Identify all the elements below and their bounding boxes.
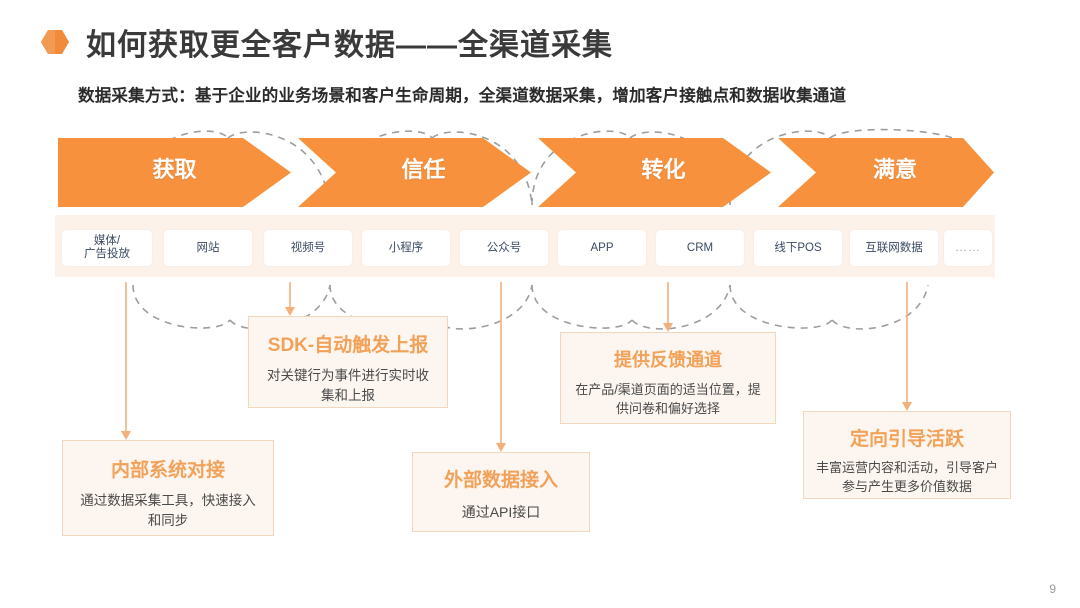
card-body: 通过API接口 bbox=[461, 504, 541, 520]
card-body: 丰富运营内容和活动，引导客户参与产生更多价值数据 bbox=[815, 460, 998, 494]
page-title: 如何获取更全客户数据——全渠道采集 bbox=[86, 29, 613, 62]
chevron-stage-4 bbox=[778, 138, 994, 207]
page-number: 9 bbox=[1049, 582, 1056, 596]
callout-card-sdk[interactable]: SDK-自动触发上报 对关键行为事件进行实时收集和上报 bbox=[248, 316, 448, 408]
channel-box-crm[interactable]: CRM bbox=[656, 230, 744, 266]
channel-box-internet-data[interactable]: 互联网数据 bbox=[850, 230, 938, 266]
card-body: 对关键行为事件进行实时收集和上报 bbox=[267, 368, 429, 403]
chevron-stage-3 bbox=[538, 138, 771, 207]
page-subtitle: 数据采集方式：基于企业的业务场景和客户生命周期，全渠道数据采集，增加客户接触点和… bbox=[78, 87, 847, 105]
callout-card-internal-system[interactable]: 内部系统对接 通过数据采集工具，快速接入和同步 bbox=[62, 440, 274, 536]
stage-label-2: 信任 bbox=[401, 157, 446, 182]
channel-box-video[interactable]: 视频号 bbox=[264, 230, 352, 266]
channel-box-more[interactable]: …… bbox=[944, 230, 992, 266]
stage-label-1: 获取 bbox=[152, 157, 197, 182]
card-body: 通过数据采集工具，快速接入和同步 bbox=[80, 493, 256, 528]
channel-box-website[interactable]: 网站 bbox=[164, 230, 252, 266]
callout-card-external-data[interactable]: 外部数据接入 通过API接口 bbox=[412, 452, 590, 532]
stage-label-3: 转化 bbox=[641, 157, 686, 182]
card-title: 提供反馈通道 bbox=[614, 350, 722, 370]
channel-label: 媒体/广告投放 bbox=[84, 235, 130, 260]
hexagon-bullet-icon bbox=[41, 30, 69, 54]
card-body: 在产品/渠道页面的适当位置，提供问卷和偏好选择 bbox=[575, 382, 761, 416]
channel-box-miniprogram[interactable]: 小程序 bbox=[362, 230, 450, 266]
stage-label-4: 满意 bbox=[872, 157, 917, 182]
channel-box-app[interactable]: APP bbox=[558, 230, 646, 266]
card-title: 外部数据接入 bbox=[443, 470, 558, 491]
callout-card-feedback[interactable]: 提供反馈通道 在产品/渠道页面的适当位置，提供问卷和偏好选择 bbox=[560, 332, 776, 424]
channel-box-media[interactable]: 媒体/广告投放 bbox=[62, 230, 152, 266]
channel-box-official-account[interactable]: 公众号 bbox=[460, 230, 548, 266]
chevron-stage-1 bbox=[58, 138, 291, 207]
card-title: 内部系统对接 bbox=[110, 460, 225, 481]
chevron-stage-2 bbox=[298, 138, 531, 207]
channel-box-offline-pos[interactable]: 线下POS bbox=[754, 230, 842, 266]
card-title: 定向引导活跃 bbox=[849, 429, 964, 450]
card-title: SDK-自动触发上报 bbox=[267, 335, 429, 356]
callout-card-active-guidance[interactable]: 定向引导活跃 丰富运营内容和活动，引导客户参与产生更多价值数据 bbox=[803, 411, 1011, 499]
